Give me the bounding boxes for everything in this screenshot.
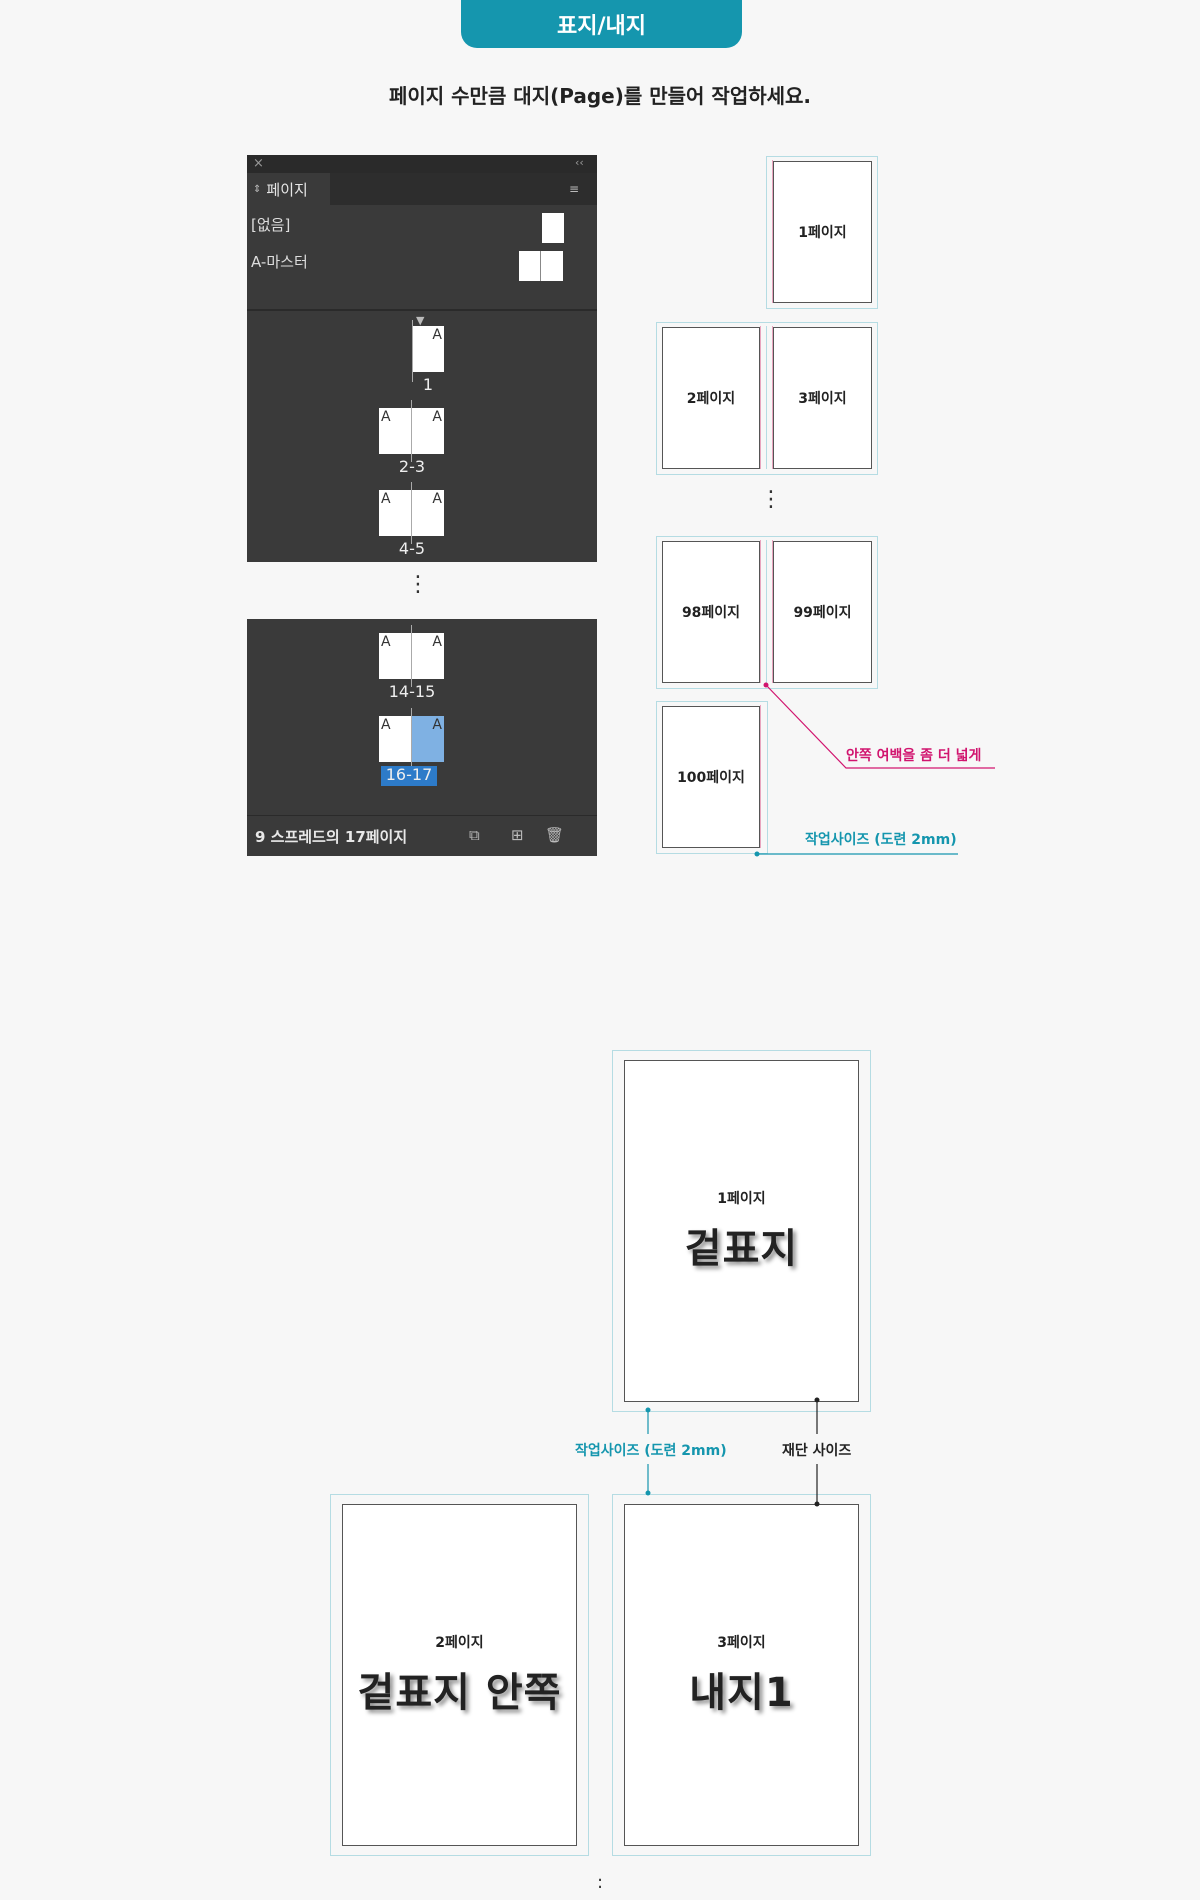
page-thumb-3[interactable]: A [412,408,444,454]
inner-margin-line [772,540,773,683]
spread-label: 14-15 [388,682,436,701]
pages-panel: × ‹‹ ⇕ 페이지 ≡ [없음] A-마스터 ▼ A 1 A A 2-3 A … [247,155,597,562]
master-label: A [381,634,391,650]
master-label: A [381,717,391,733]
page-thumb-17-selected[interactable]: A [412,716,444,762]
pages-panel-bottom: A A 14-15 A A 16-17 9 스프레드의 17페이지 ⧉ ⊞ 🗑 [247,619,597,856]
page-thumb-15[interactable]: A [412,633,444,679]
master-label: A [432,327,442,343]
master-label: A [381,409,391,425]
trash-icon[interactable]: 🗑 [545,826,565,844]
panel-divider [247,309,597,311]
page-thumb-4[interactable]: A [379,490,411,536]
ellipsis: : [597,1872,604,1893]
tab-pages[interactable]: ⇕ 페이지 [247,173,330,205]
spine-line [766,326,767,469]
master-label: A [381,491,391,507]
note-inner-margin: 안쪽 여백을 좀 더 넓게 [846,748,982,764]
page-title: 겉표지 안쪽 [357,1670,562,1716]
spread-label: 2-3 [398,457,426,476]
inner-margin-line [760,540,761,683]
spine-line [766,540,767,683]
sort-arrows-icon: ⇕ [253,183,262,195]
page-thumb-1[interactable]: A [412,326,444,372]
inner-margin-line [772,326,773,469]
close-icon[interactable]: × [253,156,264,171]
page-number-label: 3페이지 [717,1635,766,1651]
bleed-box [330,1494,589,1856]
page-number-label: 1페이지 [717,1191,766,1207]
bleed-box [612,1494,871,1856]
tab-bar-empty [330,173,597,205]
annotation-leaders [754,682,995,857]
page-1: 1페이지 [773,161,872,303]
bleed-box [656,536,878,689]
collapse-icon[interactable]: ‹‹ [575,156,584,169]
bleed-box [656,322,878,475]
bleed-box [656,701,768,854]
panel-menu-icon[interactable]: ≡ [569,182,580,196]
cover-page: 1페이지 겉표지 [624,1060,859,1402]
inner1-page: 3페이지 내지1 [624,1504,859,1846]
inner-cover-page: 2페이지 겉표지 안쪽 [342,1504,577,1846]
inner-margin-line [760,326,761,469]
page-count-text: 9 스프레드의 17페이지 [255,828,408,846]
master-label: A [432,717,442,733]
page-title: 내지1 [689,1670,794,1716]
note-work-size: 작업사이즈 (도련 2mm) [805,832,957,848]
page-99: 99페이지 [773,541,872,683]
bleed-box [766,156,878,309]
current-page-marker-icon: ▼ [416,314,425,327]
size-leaders [645,1397,820,1507]
label-work-size: 작업사이즈 (도련 2mm) [575,1443,727,1459]
bleed-box [612,1050,871,1412]
page-thumb-16[interactable]: A [379,716,411,762]
page-thumb-2[interactable]: A [379,408,411,454]
section-tab: 표지/내지 [461,0,742,48]
page-size-icon[interactable]: ⧉ [469,826,480,844]
inner-margin-line [772,160,773,303]
page-98: 98페이지 [662,541,760,683]
page-thumb-5[interactable]: A [412,490,444,536]
page-2: 2페이지 [662,327,760,469]
selected-spread-highlight [381,766,437,786]
page-title: 겉표지 [684,1226,799,1272]
instruction-text: 페이지 수만큼 대지(Page)를 만들어 작업하세요. [388,84,812,108]
new-page-icon[interactable]: ⊞ [511,826,524,844]
page-number-label: 2페이지 [435,1635,484,1651]
master-a[interactable]: A-마스터 [251,253,308,271]
spread-label-selected[interactable]: 16-17 [385,765,433,784]
page-3: 3페이지 [773,327,872,469]
master-label: A [432,491,442,507]
spread-label: 1 [422,375,434,394]
page-100: 100페이지 [662,706,760,848]
master-none-thumb[interactable] [542,213,564,243]
master-none[interactable]: [없음] [251,216,291,234]
page-thumb-14[interactable]: A [379,633,411,679]
inner-margin-line [760,705,761,848]
master-label: A [432,634,442,650]
tab-pages-label: 페이지 [266,180,308,199]
label-trim-size: 재단 사이즈 [782,1443,852,1459]
spread-label: 4-5 [398,539,426,558]
panel-title-bar [247,155,597,173]
master-a-thumb[interactable] [519,251,563,281]
panel-footer: 9 스프레드의 17페이지 ⧉ ⊞ 🗑 [247,815,597,856]
master-label: A [432,409,442,425]
